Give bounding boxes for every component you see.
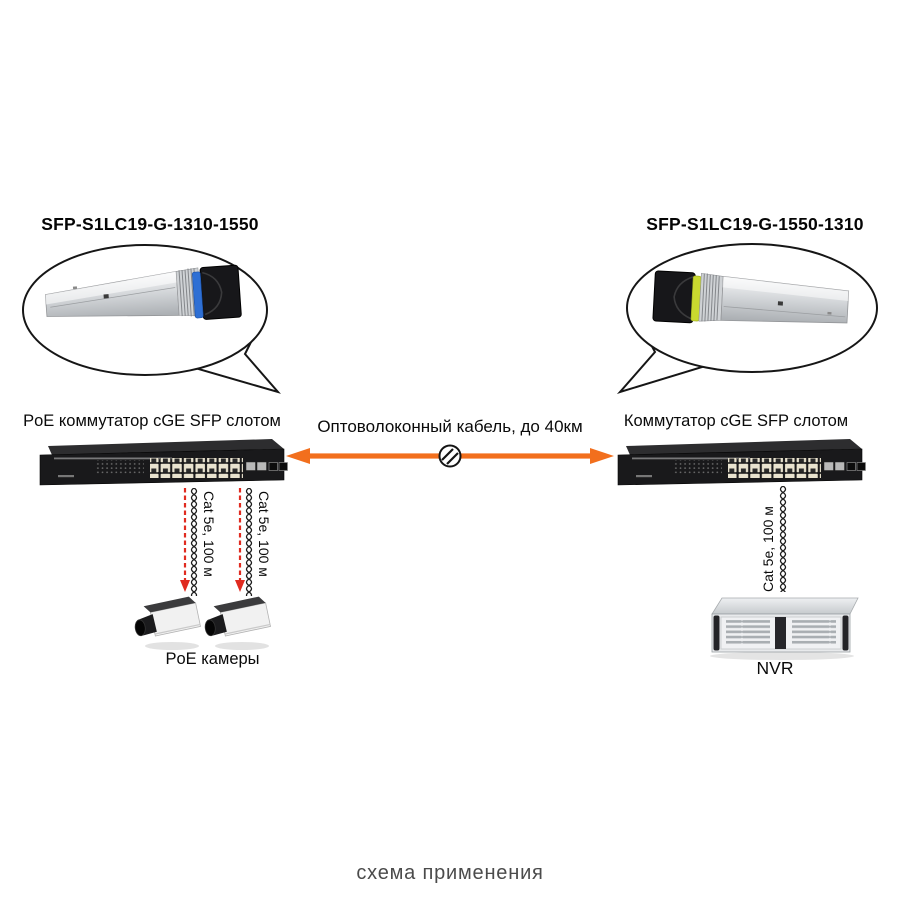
switch-right-label: Коммутатор сGE SFP слотом (623, 412, 849, 430)
diagram-caption: схема применения (356, 862, 544, 884)
switch-left-image (39, 439, 288, 486)
cable-left-2-label: Cat 5e, 100 м (256, 491, 272, 577)
cable-right-twisted-pair (777, 486, 789, 592)
cable-right-label: Cat 5e, 100 м (760, 506, 776, 592)
poe-camera-1-image (134, 596, 201, 650)
cable-left-2-twisted-pair (243, 488, 255, 596)
optical-fiber-symbol-icon (438, 444, 462, 468)
sfp-right-title: SFP-S1LC19-G-1550-1310 (646, 214, 864, 234)
sfp-left-title: SFP-S1LC19-G-1310-1550 (41, 214, 259, 234)
fiber-cable-label: Оптоволоконный кабель, до 40км (317, 417, 583, 436)
cable-left-1-label: Cat 5e, 100 м (201, 491, 217, 577)
switch-right-image (617, 439, 866, 486)
cable-left-2-arrow (235, 488, 245, 592)
nvr-label: NVR (756, 658, 794, 678)
sfp-module-right-image (652, 270, 850, 324)
fiber-cable-arrow (286, 444, 614, 468)
sfp-module-left-image (44, 264, 242, 320)
poe-cameras-label: PoE камеры (165, 650, 260, 668)
poe-camera-2-image (204, 596, 271, 650)
cable-left-1-arrow (180, 488, 190, 592)
cable-left-1-twisted-pair (188, 488, 200, 596)
switch-left-label: PoE коммутатор сGE SFP слотом (23, 412, 281, 430)
nvr-image (710, 597, 859, 660)
